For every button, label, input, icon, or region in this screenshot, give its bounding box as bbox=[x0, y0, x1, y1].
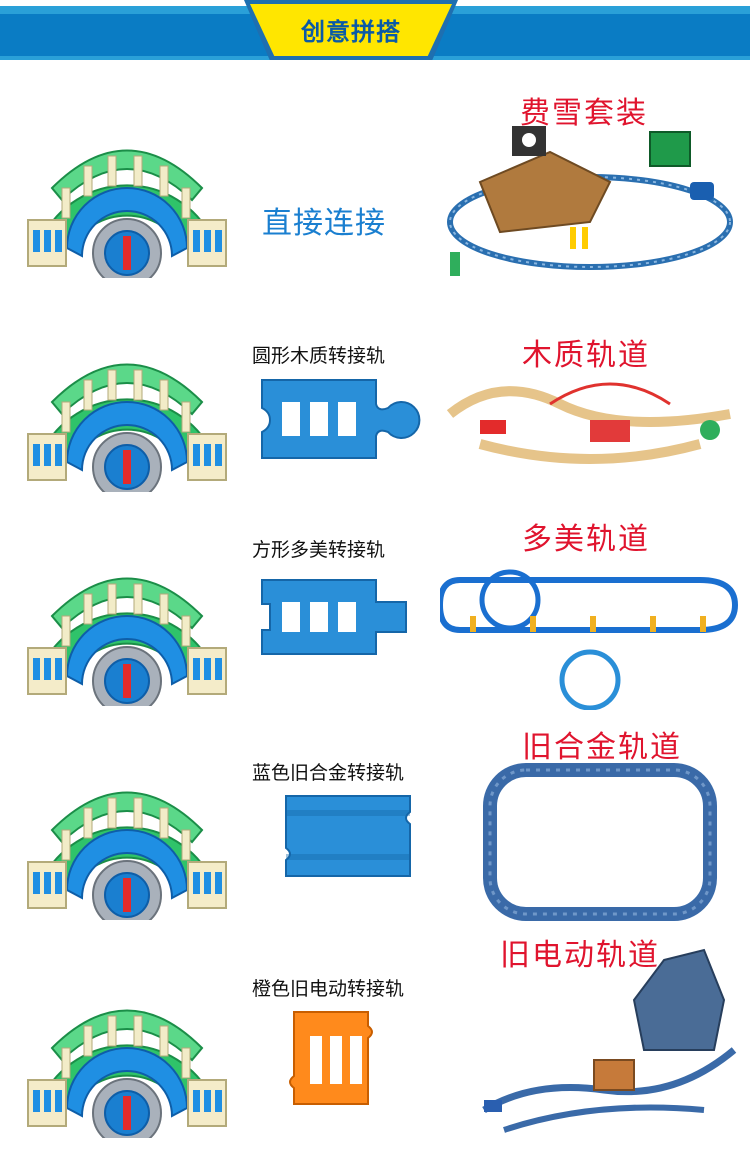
set-title: 旧电动轨道 bbox=[500, 938, 660, 973]
square-tomy-adapter-image bbox=[261, 579, 407, 655]
roundhouse-image bbox=[27, 149, 227, 278]
banner-title-background bbox=[250, 4, 452, 56]
fisher-price-track-image bbox=[447, 126, 733, 276]
set-title: 旧合金轨道 bbox=[522, 730, 682, 765]
roundhouse-image bbox=[27, 791, 227, 920]
connection-label: 直接连接 bbox=[262, 206, 386, 241]
roundhouse-image bbox=[27, 1009, 227, 1138]
round-wooden-adapter-image bbox=[261, 379, 421, 459]
page-title: 创意拼搭 bbox=[301, 18, 401, 46]
adapter-label: 圆形木质转接轨 bbox=[252, 345, 386, 367]
adapter-label: 方形多美转接轨 bbox=[252, 539, 386, 561]
header-banner: 创意拼搭 bbox=[0, 0, 750, 62]
roundhouse-image bbox=[27, 577, 227, 706]
set-title: 多美轨道 bbox=[522, 522, 650, 557]
wooden-track-image bbox=[446, 382, 731, 464]
old-diecast-track-image bbox=[483, 763, 717, 921]
tomy-track-image bbox=[440, 569, 739, 710]
set-title: 木质轨道 bbox=[522, 338, 650, 373]
old-electric-track-image bbox=[482, 948, 737, 1133]
roundhouse-image bbox=[27, 363, 227, 492]
orange-electric-adapter-image bbox=[289, 1011, 373, 1105]
adapter-label: 蓝色旧合金转接轨 bbox=[252, 762, 405, 784]
adapter-label: 橙色旧电动转接轨 bbox=[252, 978, 405, 1000]
set-title: 费雪套装 bbox=[520, 96, 648, 131]
blue-diecast-adapter-image bbox=[285, 795, 411, 877]
